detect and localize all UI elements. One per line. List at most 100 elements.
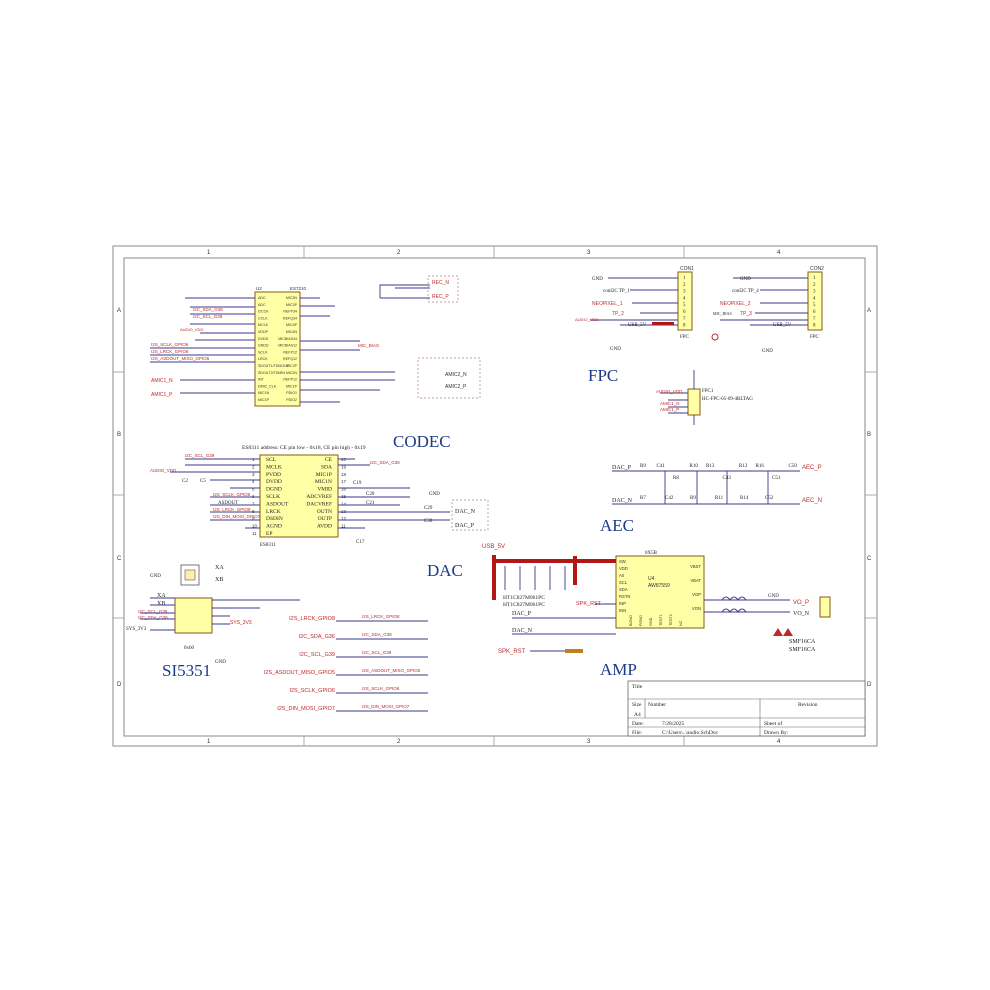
fpc1-net-amic-n: AMIC1_N [660, 401, 680, 406]
si5351-bus-left-1: I2C_SDA_G36 [299, 634, 335, 640]
dac-net-asdout: ASDOUT [218, 501, 238, 506]
dac-cap-c17: C17 [356, 540, 365, 545]
fpc-con2-net-gnd2: GND [762, 349, 773, 354]
codec-left-pin-4: MCLK [258, 323, 269, 327]
amp-part: AW87559 [648, 583, 670, 589]
outer-frame [112, 245, 878, 747]
amp-bottom-pin-5: NC [679, 620, 683, 626]
row-label-a: A [117, 308, 121, 314]
si5351-bus-left-3: I2S_ASDOUT_MISO_GPIO5 [264, 670, 335, 676]
fpc-con2-pin-6: 7 [813, 317, 816, 322]
si5351-xa: XA [157, 593, 166, 599]
codec-left-pin-3: CCLK [258, 316, 268, 320]
dac-right-pin-6: DACVREF [306, 501, 332, 507]
codec-left-pin-0: ADC [258, 296, 266, 300]
frame-ticks [113, 246, 877, 746]
amp-decoupling-wires [504, 566, 566, 590]
fpc-con1-net-gnd2: GND [610, 347, 621, 352]
fpc-con1-pin-7: 8 [683, 324, 686, 329]
codec-net-asdout: I2S_ASDOUT_MISO_GPIO5 [151, 356, 210, 361]
si5351-sys-3v3: SYS_3V3 [230, 620, 252, 626]
fpc-con2-pin-3: 4 [813, 296, 816, 301]
dac-net-din: I2S_DIN_MOSI_GPIO7 [213, 514, 261, 519]
dac-left-pins: SCLMCLKPVDDDVDDDGNDSCLKASDOUTLRCKDSDINAG… [252, 457, 289, 537]
amp-inductors [721, 596, 747, 613]
dac-cap-c19: C19 [353, 481, 362, 486]
col-label-3: 3 [587, 250, 591, 256]
fpc-con2-pin-0: 1 [813, 276, 816, 281]
fpc-con2-pin-1: 2 [813, 283, 816, 288]
fpc-con1-fpc-label: FPC [680, 335, 690, 340]
fpc-con2-pin-4: 5 [813, 303, 816, 308]
aec-part-14: R14 [740, 496, 749, 501]
si5351-xb: XB [157, 601, 165, 607]
codec-right-pin-12: REFP12 [283, 378, 297, 382]
fpc1-wires [660, 370, 695, 425]
fpc-con2-pin-5: 6 [813, 310, 816, 315]
dac-right-num-3: 17 [341, 479, 347, 484]
si5351-bus-left-2: I2C_SCL_G39 [299, 652, 335, 658]
dac-right-num-5: 15 [341, 494, 347, 499]
codec-net-scl: I2C_SCL_G39 [193, 314, 223, 319]
dac-cap-c29: C29 [424, 506, 433, 511]
dac-right-pin-3: MIC1N [315, 479, 332, 485]
amp-ref: U4 [648, 576, 655, 582]
codec-left-pin-8: SCLK [258, 350, 268, 354]
dac-cap-c21: C21 [366, 501, 375, 506]
row-label-c-right: C [867, 556, 872, 562]
codec-net-sda: I2C_SDA_G36 [193, 307, 223, 312]
fpc-con1-net-tp1: conI2C TP_1 [603, 289, 630, 294]
col-label-4: 4 [777, 250, 781, 256]
dac-ref: ES8311 [260, 543, 276, 548]
codec-right-pin-9: REFQ12 [283, 357, 297, 361]
dac-right-num-9: 11 [341, 524, 346, 529]
aec-part-3: R10 [690, 464, 699, 469]
row-label-c: C [117, 556, 122, 562]
fpc-con2-label: CON2 [810, 266, 824, 272]
amp-section-label: AMP [600, 660, 637, 679]
si5351-bus-right-0: I2S_LRCK_GPIO8 [362, 614, 400, 619]
fpc-con1-net-neo: NEOPIXEL_1 [592, 301, 623, 307]
dac-right-num-1: 19 [341, 464, 347, 469]
fpc1-connector [687, 388, 701, 416]
title-label: Title [632, 684, 643, 690]
amp-left-pin-1: VDD [619, 566, 628, 571]
codec-right-pin-2: REFP34 [283, 310, 297, 314]
amp-right-pin-2: VOP [692, 592, 701, 597]
amp-left-pin-3: SCL [619, 580, 628, 585]
codec-left-pin-1: ADC [258, 303, 266, 307]
fpc-con1-net-usb: USB_5V [628, 323, 647, 328]
file-value: C:\Users\..\audio.SchDoc [662, 730, 719, 736]
fpc-con2-wires [720, 277, 808, 326]
dac-block: ES8311 address: CE pin low - 0x18, CE pi… [150, 445, 489, 580]
aec-part-2: R8 [673, 476, 679, 481]
amp-vo-p: VO_P [793, 600, 809, 606]
dac-left-num-9: 10 [252, 524, 258, 529]
dac-net-sclk: I2S_SCLK_GPIO6 [213, 492, 251, 497]
codec-rec-n: REC_N [432, 280, 449, 286]
si5351-bus-right-2: I2C_SCL_G39 [362, 650, 392, 655]
dac-left-pin-7: LRCK [266, 509, 281, 515]
dac-cap-c5: C5 [200, 479, 206, 484]
size-value: A4 [634, 712, 641, 718]
aec-part-6: R12 [739, 464, 748, 469]
codec-right-pin-7: MICBIAS12 [278, 344, 297, 348]
codec-right-pin-13: MIC1P [286, 384, 298, 388]
amp-right-pin-1: VBAT [690, 578, 701, 583]
codec-net-sclk: I2S_SCLK_GPIO6 [151, 342, 189, 347]
row-label-b: B [117, 432, 121, 438]
dac-left-pin-2: PVDD [266, 472, 281, 478]
dac-left-num-2: 3 [252, 472, 255, 477]
si5351-addr: 0x60 [184, 646, 195, 651]
fpc-con2-net-bias: MIC_BIAS [713, 311, 732, 316]
fpc-con1-pin-3: 4 [683, 296, 686, 301]
aec-signal-wires [612, 470, 800, 505]
si5351-xb-top: XB [215, 577, 223, 583]
fpc-con1-pin-4: 5 [683, 303, 686, 308]
